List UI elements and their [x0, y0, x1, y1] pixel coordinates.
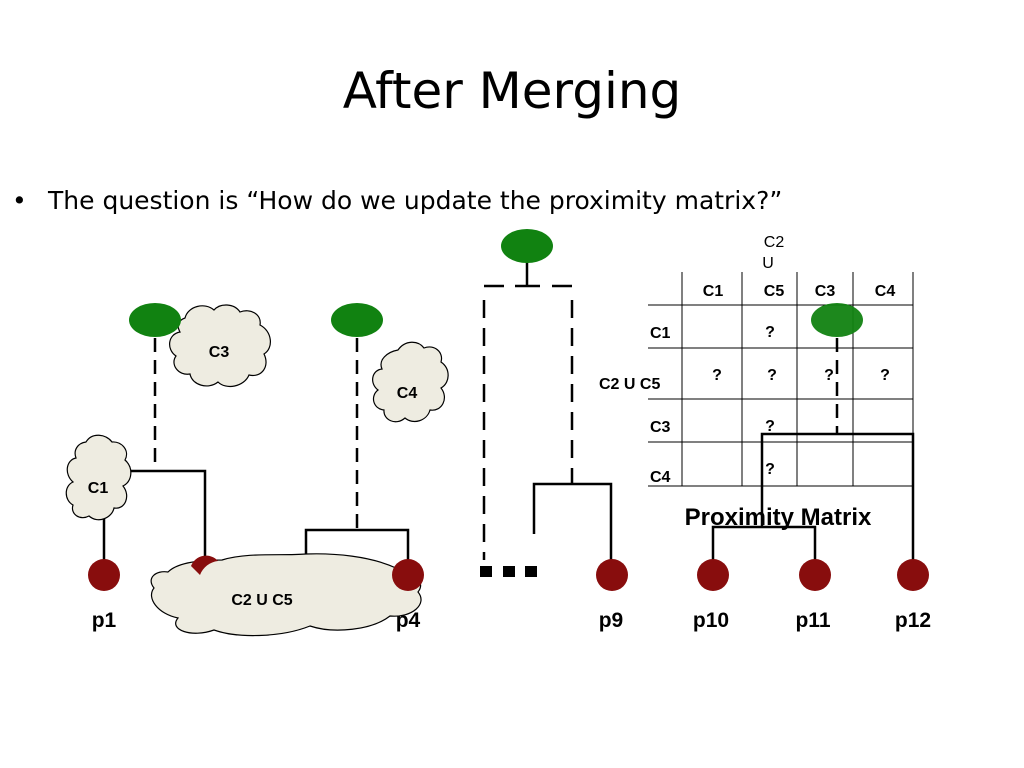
matrix-merged-header-line1: C2 [764, 234, 785, 251]
cluster-c1-label: C1 [88, 480, 109, 497]
point-p2-partial [191, 555, 218, 575]
point-p4 [392, 559, 424, 591]
point-p1 [88, 559, 120, 591]
point-p12 [897, 559, 929, 591]
matrix-col-header-c1: C1 [703, 283, 724, 300]
matrix-cell: ? [765, 418, 775, 435]
p1-label: p1 [92, 609, 117, 632]
matrix-row-header-c3: C3 [650, 419, 671, 436]
matrix-cell: ? [765, 461, 775, 478]
right-root-node [811, 303, 863, 337]
matrix-row-header-c1: C1 [650, 325, 671, 342]
middle-root-node [331, 303, 383, 337]
cluster-c3-label: C3 [209, 344, 230, 361]
p10-label: p10 [693, 609, 729, 632]
ellipsis-icon [480, 566, 537, 577]
point-p10 [697, 559, 729, 591]
cluster-c4-cloud [372, 341, 449, 423]
cluster-c2uc5-cloud [150, 553, 422, 637]
matrix-cell: ? [765, 324, 775, 341]
tree-lines [102, 262, 915, 560]
matrix-cell: ? [824, 367, 834, 384]
leaf-points [88, 559, 929, 591]
p11-label: p11 [795, 609, 830, 632]
bullet-text: The question is “How do we update the pr… [48, 186, 783, 215]
p4-label: p4 [396, 609, 421, 632]
matrix-cell: ? [712, 367, 722, 384]
matrix-row-header-c4: C4 [650, 469, 671, 486]
cluster-c2uc5-label: C2 U C5 [231, 592, 292, 609]
p9-label: p9 [599, 609, 624, 632]
p12-label: p12 [895, 609, 931, 632]
matrix-row-header-c2uc5: C2 U C5 [599, 376, 660, 393]
matrix-cell: ? [880, 367, 890, 384]
matrix-col-header-c3: C3 [815, 283, 836, 300]
cluster-c3-cloud [169, 304, 271, 388]
bullet-item: • The question is “How do we update the p… [12, 186, 782, 215]
proximity-matrix-caption: Proximity Matrix [685, 504, 872, 531]
matrix-merged-header-line2: U [762, 255, 774, 272]
matrix-cell: ? [767, 367, 777, 384]
green-nodes [129, 229, 863, 337]
top-root-node [501, 229, 553, 263]
point-p9 [596, 559, 628, 591]
matrix-merged-header-line3: C5 [764, 283, 785, 300]
point-p11 [799, 559, 831, 591]
cluster-c1-cloud [65, 434, 132, 521]
bullet-icon: • [12, 186, 27, 215]
matrix-col-header-c4: C4 [875, 283, 896, 300]
left-root-node [129, 303, 181, 337]
cluster-c4-label: C4 [397, 385, 418, 402]
proximity-matrix-grid [648, 272, 914, 487]
slide-title: After Merging [342, 62, 682, 120]
